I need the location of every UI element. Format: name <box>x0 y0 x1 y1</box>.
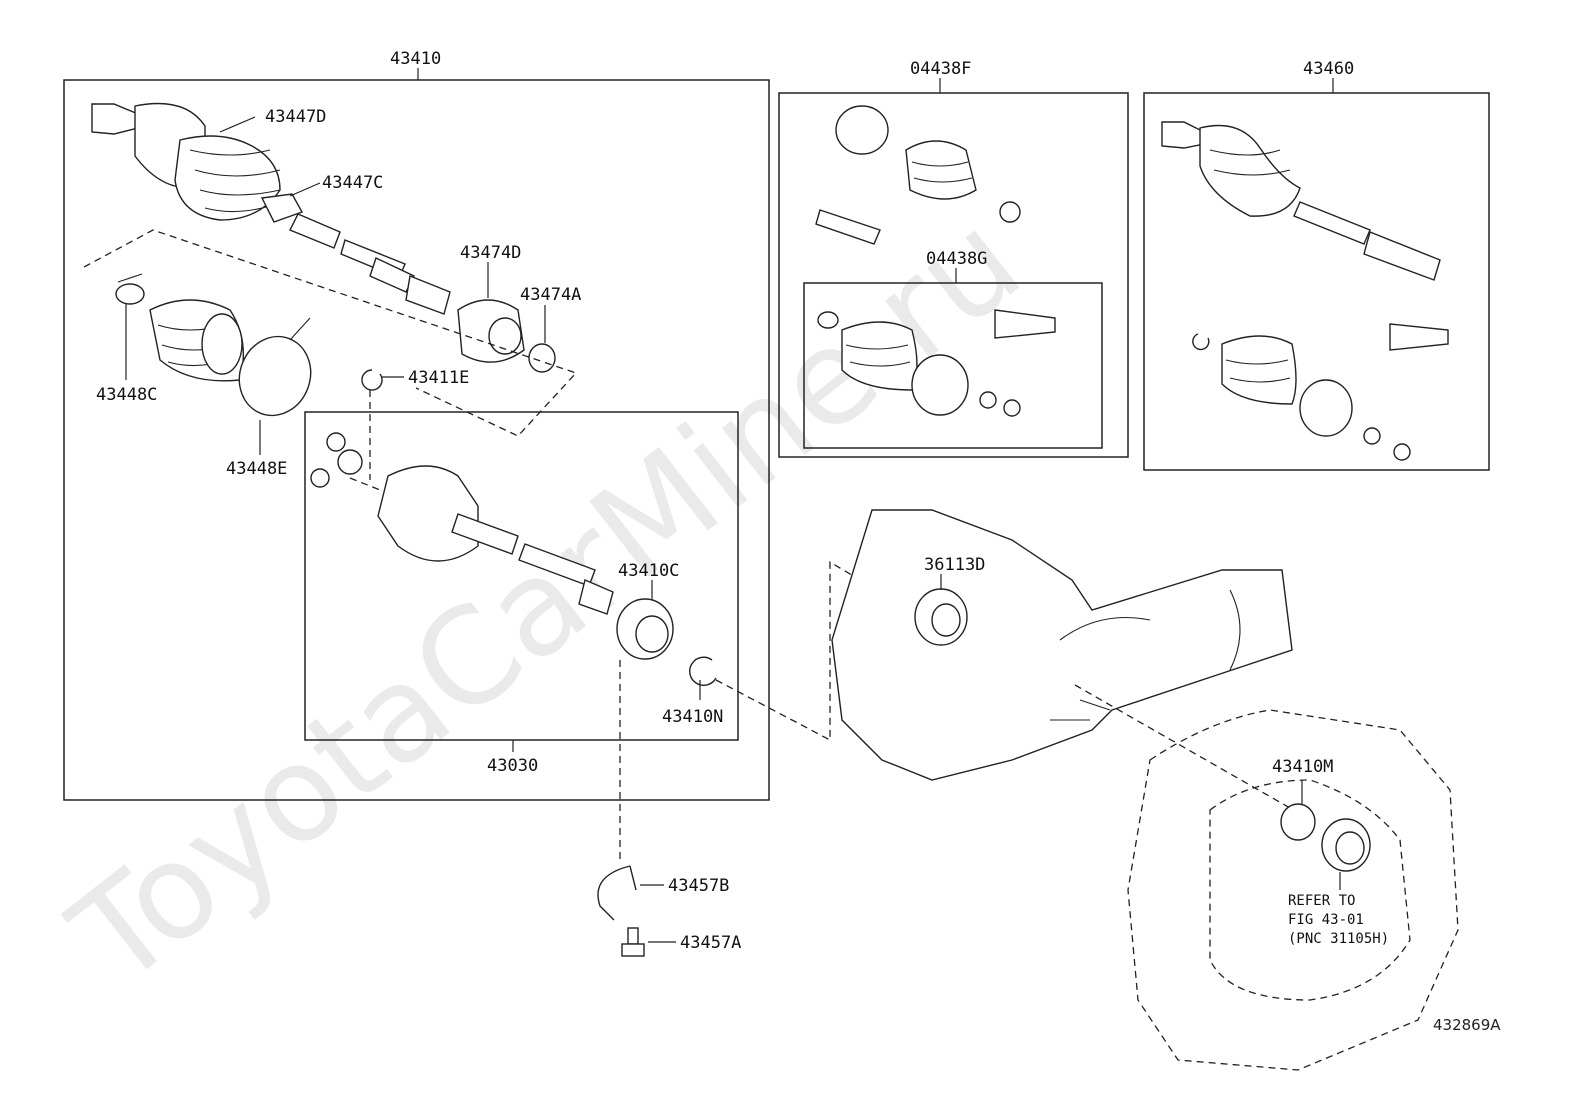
bearing-43410C <box>616 598 674 660</box>
band-clamp-43448E <box>238 317 312 417</box>
part-label-43410N[interactable]: 43410N <box>662 707 723 727</box>
damper-43474D <box>457 299 525 363</box>
boot-43448 <box>149 299 245 382</box>
part-label-43448E[interactable]: 43448E <box>226 459 287 479</box>
part-label-43457A[interactable]: 43457A <box>680 933 741 953</box>
refer-note-line-3: (PNC 31105H) <box>1288 931 1389 947</box>
kit-boundary <box>83 229 578 437</box>
part-label-43474D[interactable]: 43474D <box>460 243 521 263</box>
differential-housing <box>831 509 1293 781</box>
outer-drive-shaft <box>91 102 451 315</box>
bolt-43457A <box>621 927 645 957</box>
part-label-43460[interactable]: 43460 <box>1303 59 1354 79</box>
part-label-43447D[interactable]: 43447D <box>265 107 326 127</box>
bearing-36113D <box>914 588 968 646</box>
part-label-04438F[interactable]: 04438F <box>910 59 971 79</box>
kit-box-04438F <box>778 92 1129 458</box>
part-label-43457B[interactable]: 43457B <box>668 876 729 896</box>
part-label-43410C[interactable]: 43410C <box>618 561 679 581</box>
clip-43457B <box>597 865 637 921</box>
kit-box-04438G <box>803 282 1103 449</box>
part-label-43410[interactable]: 43410 <box>390 49 441 69</box>
boot-kit-04438F-parts <box>815 105 1021 245</box>
assembly-box-43410 <box>63 79 770 801</box>
part-label-43474A[interactable]: 43474A <box>520 285 581 305</box>
refer-note-line-2: FIG 43-01 <box>1288 912 1364 928</box>
assembly-box-43030 <box>304 411 739 741</box>
snap-ring-43410N <box>689 656 717 686</box>
diagram-code: 432869A <box>1433 1016 1501 1034</box>
assembly-box-43460 <box>1143 92 1490 471</box>
inner-joint-shaft <box>377 465 614 615</box>
part-label-43447C[interactable]: 43447C <box>322 173 383 193</box>
bearing-43410M <box>1280 803 1371 872</box>
part-label-43030[interactable]: 43030 <box>487 756 538 776</box>
part-label-43410M[interactable]: 43410M <box>1272 757 1333 777</box>
clamp-43474A <box>528 343 556 373</box>
drive-shaft-43460 <box>1161 121 1449 461</box>
boot-clamp-43448C <box>115 273 145 305</box>
part-label-04438G[interactable]: 04438G <box>926 249 987 269</box>
boot-kit-04438G-parts <box>817 309 1056 417</box>
part-label-43411E[interactable]: 43411E <box>408 368 469 388</box>
tripod-joint <box>310 432 363 488</box>
refer-note-line-1: REFER TO <box>1288 893 1355 909</box>
part-label-43448C[interactable]: 43448C <box>96 385 157 405</box>
part-label-36113D[interactable]: 36113D <box>924 555 985 575</box>
snap-ring-43411E <box>361 369 383 391</box>
